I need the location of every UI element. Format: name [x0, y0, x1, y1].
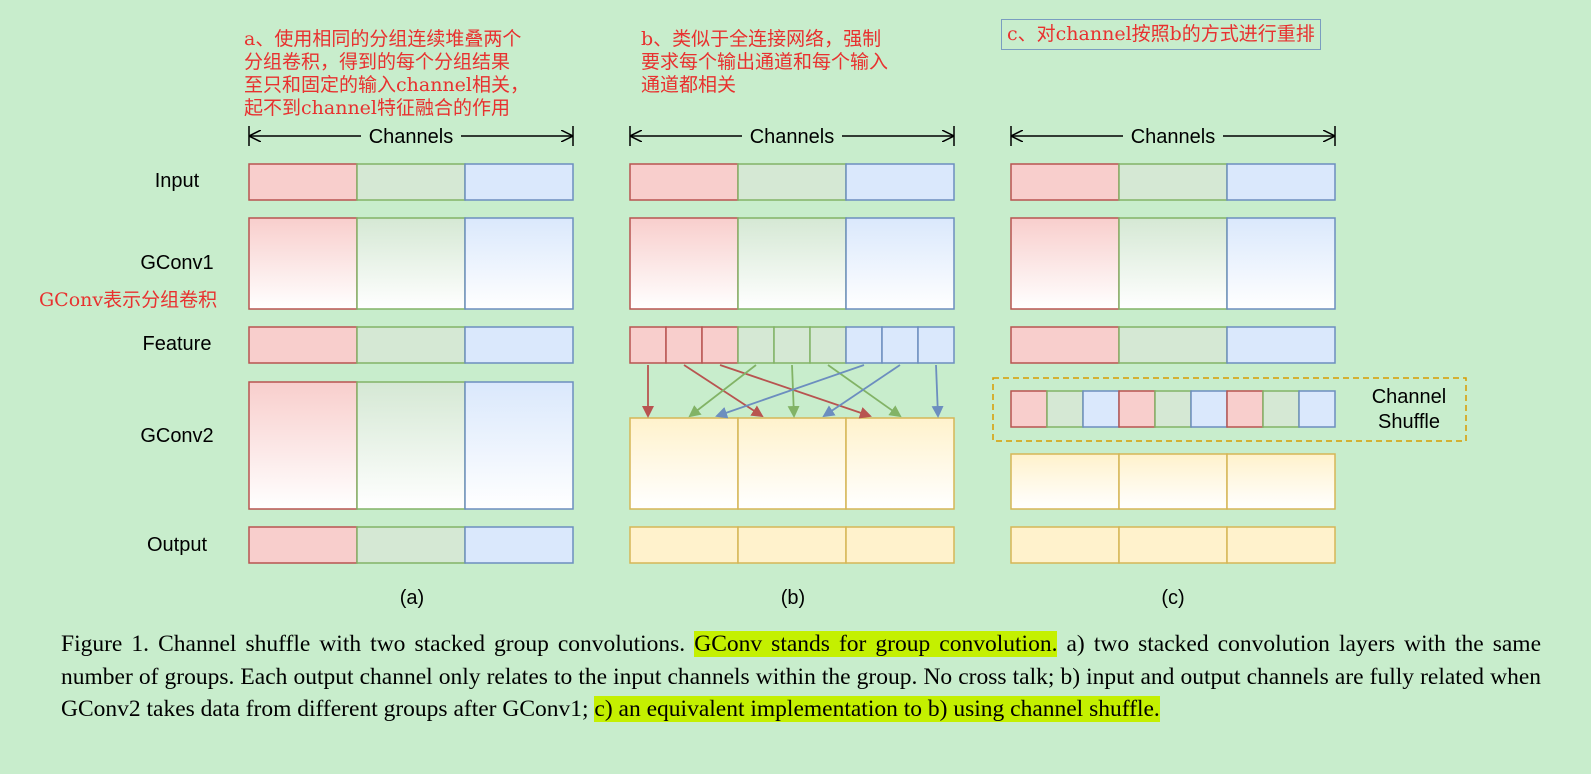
- channel-shuffle-box: [992, 377, 1467, 442]
- caption-part2: a) two stacked convolution layers with t…: [61, 631, 1542, 722]
- c-feature-block-3: [1226, 326, 1336, 364]
- a-input-block-1: [248, 163, 358, 201]
- row-label-gconv1: GConv1: [140, 252, 214, 274]
- row-label-input: Input: [154, 170, 200, 192]
- b-feature-channel-5: [773, 326, 811, 364]
- caption-part1: Figure 1. Channel shuffle with two stack…: [61, 631, 695, 657]
- c-gconv2-block-3: [1226, 453, 1336, 510]
- c-shuffled-channel-3: [1082, 390, 1120, 428]
- c-output-block-3: [1226, 526, 1336, 564]
- c-shuffled-channel-2: [1046, 390, 1084, 428]
- c-shuffled-channel-4: [1118, 390, 1156, 428]
- row-label-gconv2: GConv2: [140, 425, 214, 447]
- c-feature-block-2: [1118, 326, 1228, 364]
- a-input-block-2: [356, 163, 466, 201]
- diagram-shapes: Channels Channels Channels: [248, 126, 1467, 564]
- note-a: a、使用相同的分组连续堆叠两个 分组卷积，得到的每个分组结果 至只和固定的输入c…: [244, 28, 530, 119]
- a-feature-block-2: [356, 326, 466, 364]
- c-shuffled-channel-1: [1010, 390, 1048, 428]
- channels-label-1: Channels: [750, 126, 835, 148]
- c-input-block-2: [1118, 163, 1228, 201]
- b-input-block-2: [737, 163, 847, 201]
- a-output-block-2: [356, 526, 466, 564]
- b-feature-channel-3: [701, 326, 739, 364]
- note-gconv: GConv表示分组卷积: [39, 289, 218, 311]
- a-feature-block-3: [464, 326, 574, 364]
- c-shuffled-channel-5: [1154, 390, 1192, 428]
- caption-highlight-1: GConv stands for group convolution.: [694, 631, 1058, 657]
- a-gconv2-block-1: [248, 381, 358, 510]
- c-gconv1-block-1: [1010, 217, 1120, 310]
- c-feature-block-1: [1010, 326, 1120, 364]
- b-output-block-3: [845, 526, 955, 564]
- b-feature-channel-9: [917, 326, 955, 364]
- note-c: c、对channel按照b的方式进行重排: [1001, 19, 1321, 50]
- channels-label-0: Channels: [369, 126, 454, 148]
- b-feature-channel-2: [665, 326, 703, 364]
- b-shuffle-arrow-9: [931, 364, 944, 418]
- b-feature-channel-8: [881, 326, 919, 364]
- a-gconv2-block-3: [464, 381, 574, 510]
- b-input-block-1: [629, 163, 739, 201]
- c-input-block-1: [1010, 163, 1120, 201]
- b-gconv2-block-2: [737, 417, 847, 510]
- c-shuffled-channel-7: [1226, 390, 1264, 428]
- a-gconv1-block-2: [356, 217, 466, 310]
- c-gconv2-block-1: [1010, 453, 1120, 510]
- c-gconv2-block-2: [1118, 453, 1228, 510]
- c-output-block-2: [1118, 526, 1228, 564]
- b-feature-channel-7: [845, 326, 883, 364]
- c-gconv1-block-2: [1118, 217, 1228, 310]
- c-input-block-3: [1226, 163, 1336, 201]
- b-feature-channel-4: [737, 326, 775, 364]
- b-input-block-3: [845, 163, 955, 201]
- row-label-feature: Feature: [142, 333, 212, 355]
- c-shuffled-channel-8: [1262, 390, 1300, 428]
- b-output-block-1: [629, 526, 739, 564]
- a-gconv2-block-2: [356, 381, 466, 510]
- panel-tag-a: (a): [399, 587, 425, 609]
- c-shuffled-channel-6: [1190, 390, 1228, 428]
- a-input-block-3: [464, 163, 574, 201]
- c-output-block-1: [1010, 526, 1120, 564]
- b-gconv2-block-1: [629, 417, 739, 510]
- b-shuffle-arrow-7: [715, 364, 865, 419]
- a-output-block-1: [248, 526, 358, 564]
- row-label-output: Output: [146, 534, 208, 556]
- b-shuffle-arrow-3: [719, 364, 872, 419]
- a-gconv1-block-3: [464, 217, 574, 310]
- b-gconv1-block-1: [629, 217, 739, 310]
- b-shuffle-arrow-8: [822, 364, 901, 418]
- b-gconv1-block-3: [845, 217, 955, 310]
- c-shuffled-channel-9: [1298, 390, 1336, 428]
- b-feature-channel-1: [629, 326, 667, 364]
- channel-shuffle-label: Channel Shuffle: [1371, 386, 1447, 433]
- panel-tag-c: (c): [1161, 587, 1185, 609]
- figure-caption: Figure 1. Channel shuffle with two stack…: [61, 628, 1541, 726]
- a-feature-block-1: [248, 326, 358, 364]
- a-gconv1-block-1: [248, 217, 358, 310]
- channels-label-2: Channels: [1131, 126, 1216, 148]
- b-gconv1-block-2: [737, 217, 847, 310]
- b-feature-channel-6: [809, 326, 847, 364]
- b-gconv2-block-3: [845, 417, 955, 510]
- b-shuffle-arrow-4: [688, 364, 757, 418]
- caption-highlight-2: c) an equivalent implementation to b) us…: [594, 696, 1160, 722]
- a-output-block-3: [464, 526, 574, 564]
- note-b: b、类似于全连接网络，强制 要求每个输出通道和每个输入 通道都相关: [641, 28, 889, 96]
- b-output-block-2: [737, 526, 847, 564]
- panel-tag-b: (b): [780, 587, 806, 609]
- c-gconv1-block-3: [1226, 217, 1336, 310]
